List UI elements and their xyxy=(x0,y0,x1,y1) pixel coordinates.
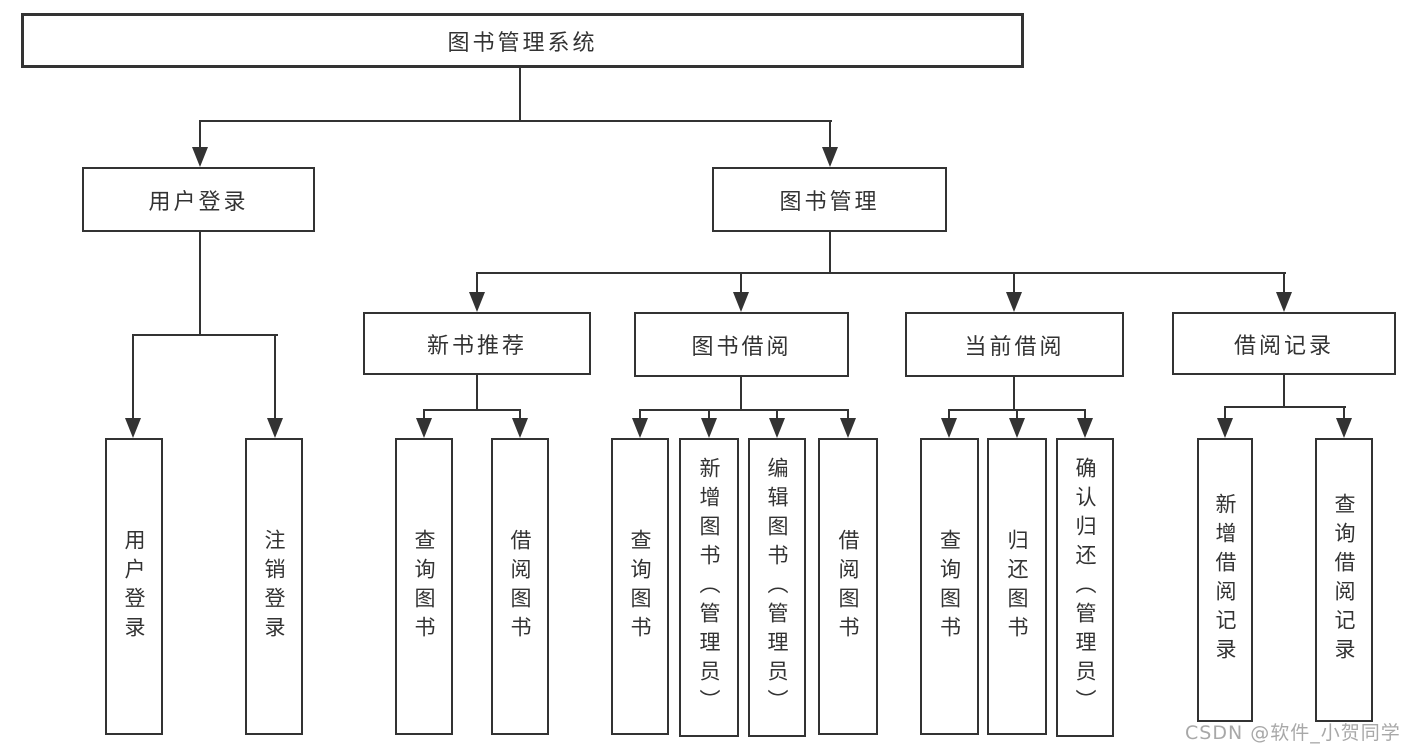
leaf-borrow-books: 借阅图书 xyxy=(818,438,878,735)
arrow-head xyxy=(822,147,838,167)
connector-line xyxy=(829,120,831,149)
watermark: CSDN @软件_小贺同学 xyxy=(1185,722,1401,744)
leaf-return-book: 归还图书 xyxy=(987,438,1047,735)
arrow-head xyxy=(941,418,957,438)
leaf-add-book-admin: 新增图书（管理员） xyxy=(679,438,739,737)
connector-line xyxy=(1013,377,1015,411)
node-user-login: 用户登录 xyxy=(82,167,315,232)
connector-line xyxy=(199,120,201,149)
connector-line xyxy=(200,120,832,122)
connector-line xyxy=(1283,375,1285,408)
connector-line xyxy=(776,409,778,420)
arrow-head xyxy=(769,418,785,438)
leaf-query-books-recommend: 查询图书 xyxy=(395,438,453,735)
connector-line xyxy=(519,68,521,121)
arrow-head xyxy=(1077,418,1093,438)
connector-line xyxy=(948,409,950,420)
connector-line xyxy=(847,409,849,420)
node-library-system: 图书管理系统 xyxy=(21,13,1024,68)
connector-line xyxy=(1343,406,1345,420)
arrow-head xyxy=(733,292,749,312)
arrow-head xyxy=(416,418,432,438)
connector-line xyxy=(199,232,201,336)
connector-line xyxy=(1016,409,1018,420)
connector-line xyxy=(639,409,849,411)
connector-line xyxy=(519,409,521,420)
connector-line xyxy=(1084,409,1086,420)
node-new-book-recommend: 新书推荐 xyxy=(363,312,591,375)
arrow-head xyxy=(632,418,648,438)
leaf-query-borrow-record: 查询借阅记录 xyxy=(1315,438,1373,722)
arrow-head xyxy=(1217,418,1233,438)
connector-line xyxy=(1283,272,1285,294)
connector-line xyxy=(132,334,134,420)
arrow-head xyxy=(840,418,856,438)
arrow-head xyxy=(125,418,141,438)
arrow-head xyxy=(1276,292,1292,312)
node-current-borrow: 当前借阅 xyxy=(905,312,1124,377)
connector-line xyxy=(829,232,831,274)
leaf-confirm-return-admin: 确认归还（管理员） xyxy=(1056,438,1114,737)
connector-line xyxy=(133,334,278,336)
arrow-head xyxy=(267,418,283,438)
arrow-head xyxy=(1006,292,1022,312)
connector-line xyxy=(708,409,710,420)
leaf-user-login: 用户登录 xyxy=(105,438,163,735)
leaf-edit-book-admin: 编辑图书（管理员） xyxy=(748,438,806,737)
connector-line xyxy=(1013,272,1015,294)
arrow-head xyxy=(512,418,528,438)
connector-line xyxy=(1224,406,1346,408)
connector-line xyxy=(476,272,478,294)
connector-line xyxy=(476,272,1286,274)
arrow-head xyxy=(1009,418,1025,438)
connector-line xyxy=(476,375,478,411)
leaf-query-books-borrow: 查询图书 xyxy=(611,438,669,735)
arrow-head xyxy=(1336,418,1352,438)
connector-line xyxy=(423,409,425,420)
node-book-borrow: 图书借阅 xyxy=(634,312,849,377)
connector-line xyxy=(740,377,742,411)
leaf-borrow-books-recommend: 借阅图书 xyxy=(491,438,549,735)
arrow-head xyxy=(192,147,208,167)
connector-line xyxy=(1224,406,1226,420)
leaf-add-borrow-record: 新增借阅记录 xyxy=(1197,438,1253,722)
leaf-query-books-current: 查询图书 xyxy=(920,438,979,735)
leaf-logout: 注销登录 xyxy=(245,438,303,735)
connector-line xyxy=(639,409,641,420)
node-borrow-records: 借阅记录 xyxy=(1172,312,1396,375)
connector-line xyxy=(274,334,276,420)
connector-line xyxy=(740,272,742,294)
connector-line xyxy=(423,409,521,411)
arrow-head xyxy=(701,418,717,438)
node-book-management: 图书管理 xyxy=(712,167,947,232)
arrow-head xyxy=(469,292,485,312)
